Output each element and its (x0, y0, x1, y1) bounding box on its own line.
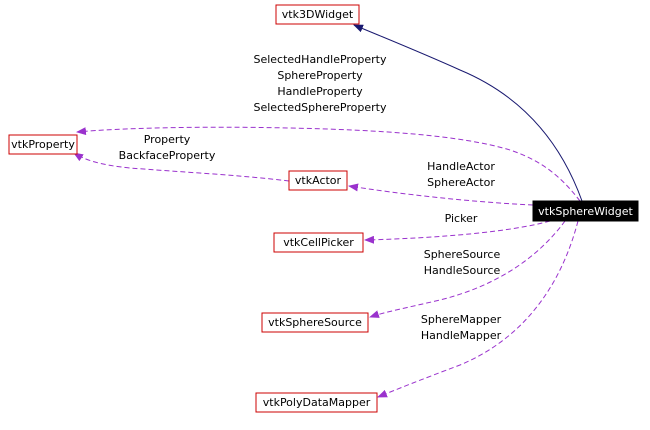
edge-label: SphereSource (424, 248, 501, 261)
node-vtkspherewidget[interactable]: vtkSphereWidget (532, 200, 639, 222)
edge-label: HandleMapper (421, 329, 502, 342)
edge-widget-to-property (76, 126, 581, 202)
inheritance-edge (353, 24, 583, 202)
node-label: vtkCellPicker (283, 236, 354, 249)
edge-widget-to-picker (364, 220, 551, 244)
edge-label: SelectedSphereProperty (254, 101, 387, 114)
edges (73, 24, 583, 398)
node-label: vtkProperty (11, 138, 75, 151)
edge-widget-to-source (369, 220, 566, 318)
edge-label: BackfaceProperty (119, 149, 216, 162)
node-vtk3dwidget[interactable]: vtk3DWidget (275, 4, 360, 25)
edge-actor-to-property (73, 152, 290, 182)
node-label: vtkSphereWidget (538, 205, 633, 218)
node-vtkpolydatamapper[interactable]: vtkPolyDataMapper (255, 392, 378, 413)
node-vtkcellpicker[interactable]: vtkCellPicker (273, 232, 364, 253)
node-label: vtkSphereSource (268, 316, 362, 329)
node-label: vtkPolyDataMapper (263, 396, 371, 409)
edge-labels: SelectedHandleProperty SphereProperty Ha… (119, 53, 502, 342)
edge-label: SphereMapper (421, 313, 502, 326)
edge-label: SphereProperty (277, 69, 363, 82)
node-vtkproperty[interactable]: vtkProperty (8, 134, 78, 155)
edge-label: HandleProperty (277, 85, 363, 98)
edge-label: Picker (445, 212, 478, 225)
edge-label: HandleActor (427, 160, 495, 173)
edge-label: Property (144, 133, 191, 146)
edge-widget-to-actor (348, 183, 534, 206)
node-label: vtkActor (295, 174, 342, 187)
node-vtkactor[interactable]: vtkActor (288, 170, 348, 191)
edge-label: SelectedHandleProperty (253, 53, 387, 66)
edge-label: HandleSource (424, 264, 501, 277)
edge-widget-to-mapper (377, 220, 579, 398)
node-label: vtk3DWidget (282, 8, 354, 21)
node-vtkspheresource[interactable]: vtkSphereSource (261, 312, 369, 333)
edge-label: SphereActor (427, 176, 495, 189)
